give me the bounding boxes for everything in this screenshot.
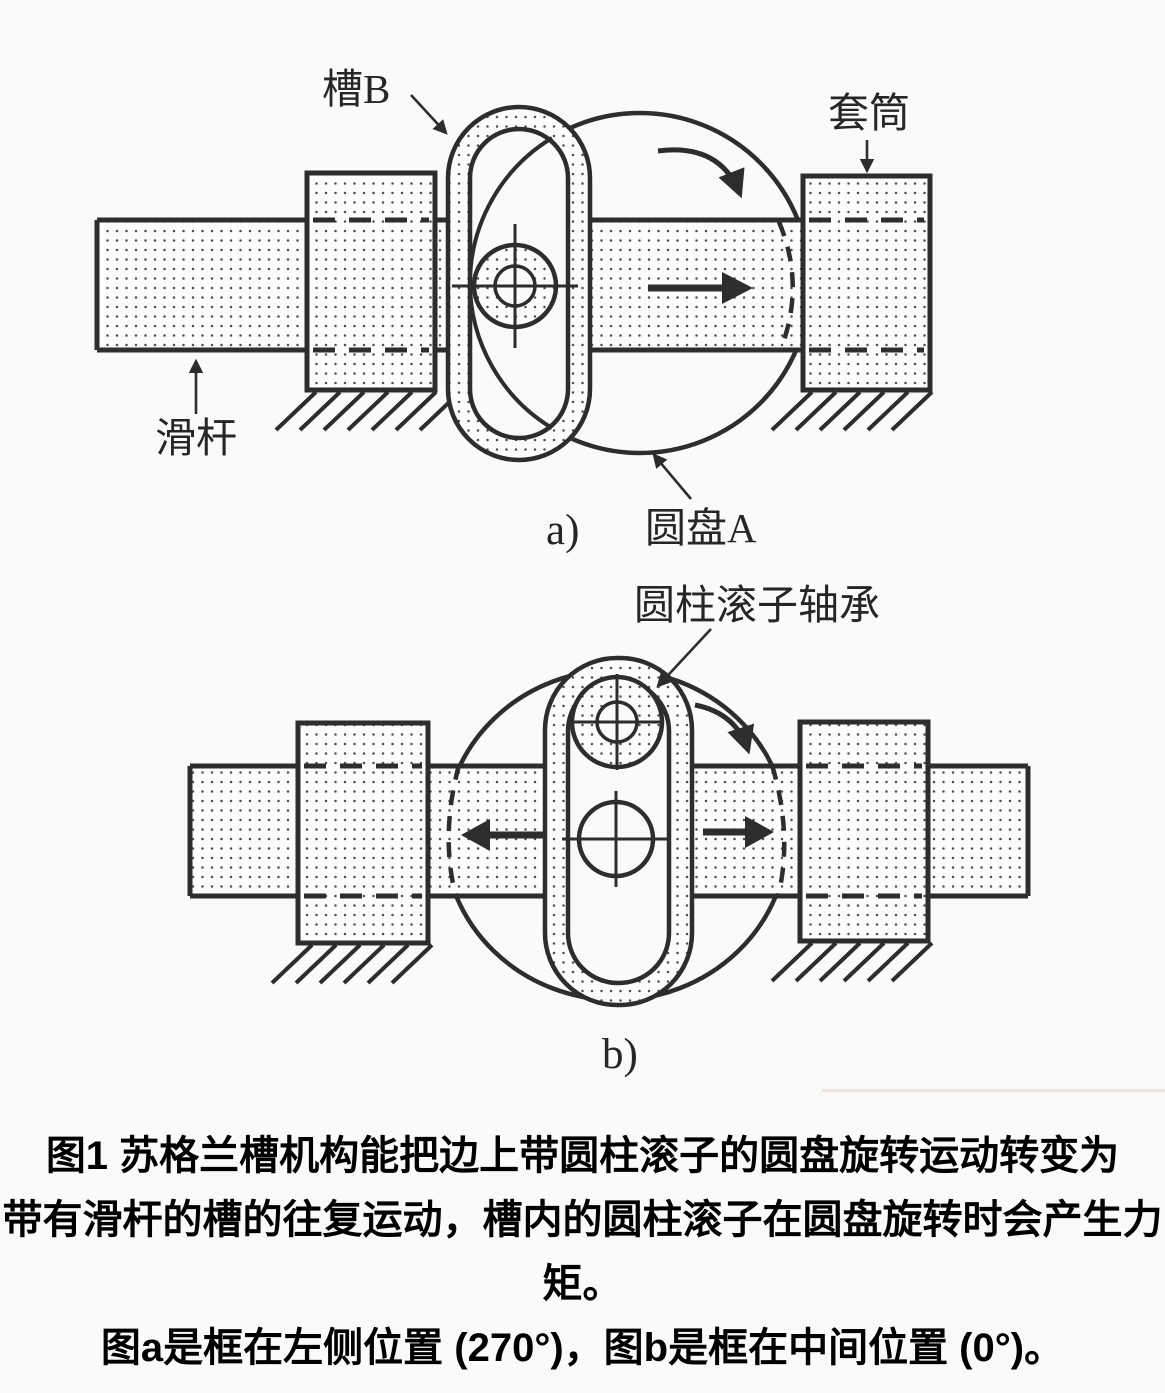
disc-label-arrow bbox=[652, 453, 692, 500]
slot-label-arrow bbox=[410, 94, 448, 135]
rod-edges-a bbox=[94, 217, 924, 353]
scotch-yoke-diagram: 槽B 套筒 滑杆 a) 圆盘A bbox=[94, 66, 1031, 1078]
sleeve-b-right bbox=[797, 719, 931, 944]
disc-a-hidden-edge bbox=[776, 221, 795, 352]
disc-a-edge-in-slot bbox=[467, 136, 554, 430]
rotation-arrow-b bbox=[694, 702, 755, 755]
panel-a: 槽B 套筒 滑杆 a) 圆盘A bbox=[94, 66, 934, 554]
roller-bearing-label-arrow bbox=[656, 628, 712, 688]
caption-line-1: 图1 苏格兰槽机构能把边上带圆柱滚子的圆盘旋转运动转变为 bbox=[45, 1134, 1120, 1178]
motion-arrow-b-left bbox=[461, 819, 543, 851]
roller-a bbox=[452, 224, 578, 348]
motion-arrow-b-right bbox=[703, 816, 774, 848]
rod-edges-b bbox=[187, 763, 1031, 899]
disc-label: 圆盘A bbox=[645, 505, 757, 551]
panel-a-tag: a) bbox=[546, 507, 579, 554]
ground-hatch-a-left bbox=[274, 390, 462, 432]
annotation-arrows-a bbox=[188, 94, 875, 500]
roller-bearing-label: 圆柱滚子轴承 bbox=[634, 582, 880, 628]
slide-rod-label: 滑杆 bbox=[155, 415, 237, 461]
figure-caption: 图1 苏格兰槽机构能把边上带圆柱滚子的圆盘旋转运动转变为 带有滑杆的槽的往复运动… bbox=[0, 1124, 1165, 1380]
panel-b-tag: b) bbox=[602, 1031, 638, 1078]
sleeve-a-left bbox=[304, 170, 438, 393]
motion-arrow-a-right bbox=[648, 272, 753, 304]
sleeve-a-right bbox=[800, 173, 933, 393]
caption-line-3: 图a是框在左侧位置 (270°)，图b是框在中间位置 (0°)。 bbox=[100, 1326, 1065, 1370]
rotation-arrow-a bbox=[657, 147, 745, 199]
disc-axle-b bbox=[562, 791, 670, 887]
ground-hatch-b-left bbox=[270, 943, 434, 985]
caption-line-2: 带有滑杆的槽的往复运动，槽内的圆柱滚子在圆盘旋转时会产生力矩。 bbox=[2, 1198, 1163, 1306]
sleeve-label: 套筒 bbox=[828, 90, 910, 136]
panel-b: 圆柱滚子轴承 b) bbox=[187, 582, 1031, 1078]
sleeve-b-left bbox=[295, 720, 431, 946]
roller-bearing-b bbox=[569, 674, 665, 770]
scan-artifact-line bbox=[822, 1089, 1165, 1092]
ground-hatch-b-right bbox=[770, 941, 934, 983]
ground-hatch-a-right bbox=[770, 390, 934, 432]
slot-label: 槽B bbox=[322, 66, 390, 112]
